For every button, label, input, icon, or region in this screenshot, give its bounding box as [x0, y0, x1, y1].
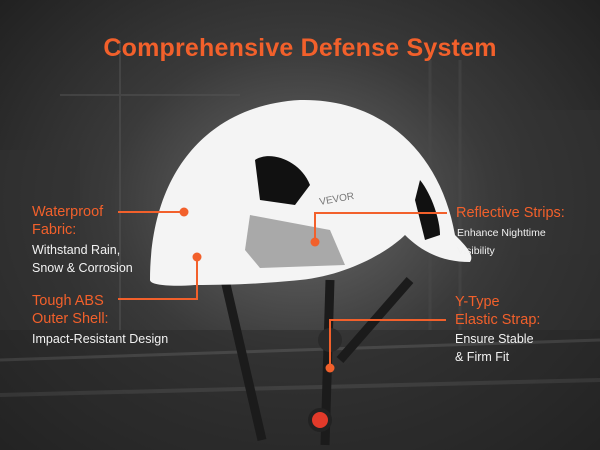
- feature-desc-reflective: Enhance Nighttime Visibility: [457, 224, 546, 260]
- feature-desc-line: Enhance Nighttime: [457, 227, 546, 239]
- feature-desc-line: Ensure Stable: [455, 332, 534, 346]
- callout-lines: [118, 211, 447, 366]
- feature-title-strap: Y-Type Elastic Strap:: [455, 293, 540, 329]
- feature-title-line: Elastic Strap:: [455, 312, 541, 328]
- strap-adjuster-red: [308, 408, 332, 432]
- feature-title-reflective: Reflective Strips:: [456, 205, 565, 221]
- feature-title-line: Outer Shell:: [32, 311, 109, 327]
- feature-desc-line: Withstand Rain,: [32, 243, 121, 257]
- page-title: Comprehensive Defense System: [103, 34, 497, 62]
- feature-desc-line: & Firm Fit: [455, 350, 510, 364]
- feature-desc-line: Snow & Corrosion: [32, 261, 133, 275]
- feature-title-line: Waterproof: [32, 204, 104, 220]
- feature-title-line: Y-Type: [455, 294, 500, 310]
- reflective-strip: [245, 215, 345, 268]
- feature-desc-line: Visibility: [457, 245, 495, 257]
- vent: [415, 180, 440, 240]
- feature-desc-strap: Ensure Stable & Firm Fit: [455, 330, 534, 366]
- callout-dot: [192, 252, 202, 262]
- callout-dot: [325, 363, 335, 373]
- feature-title-waterproof: Waterproof Fabric:: [32, 203, 103, 239]
- feature-title-abs-shell: Tough ABS Outer Shell:: [32, 292, 109, 328]
- feature-title-line: Tough ABS: [32, 293, 104, 309]
- construction-background: [0, 40, 600, 450]
- feature-desc-waterproof: Withstand Rain, Snow & Corrosion: [32, 241, 133, 277]
- callout-dot: [179, 207, 189, 217]
- vent: [255, 156, 310, 205]
- feature-desc-abs-shell: Impact-Resistant Design: [32, 332, 169, 346]
- helmet-shell: [150, 99, 472, 286]
- callout-dot: [310, 237, 320, 247]
- feature-title-line: Fabric:: [32, 222, 77, 238]
